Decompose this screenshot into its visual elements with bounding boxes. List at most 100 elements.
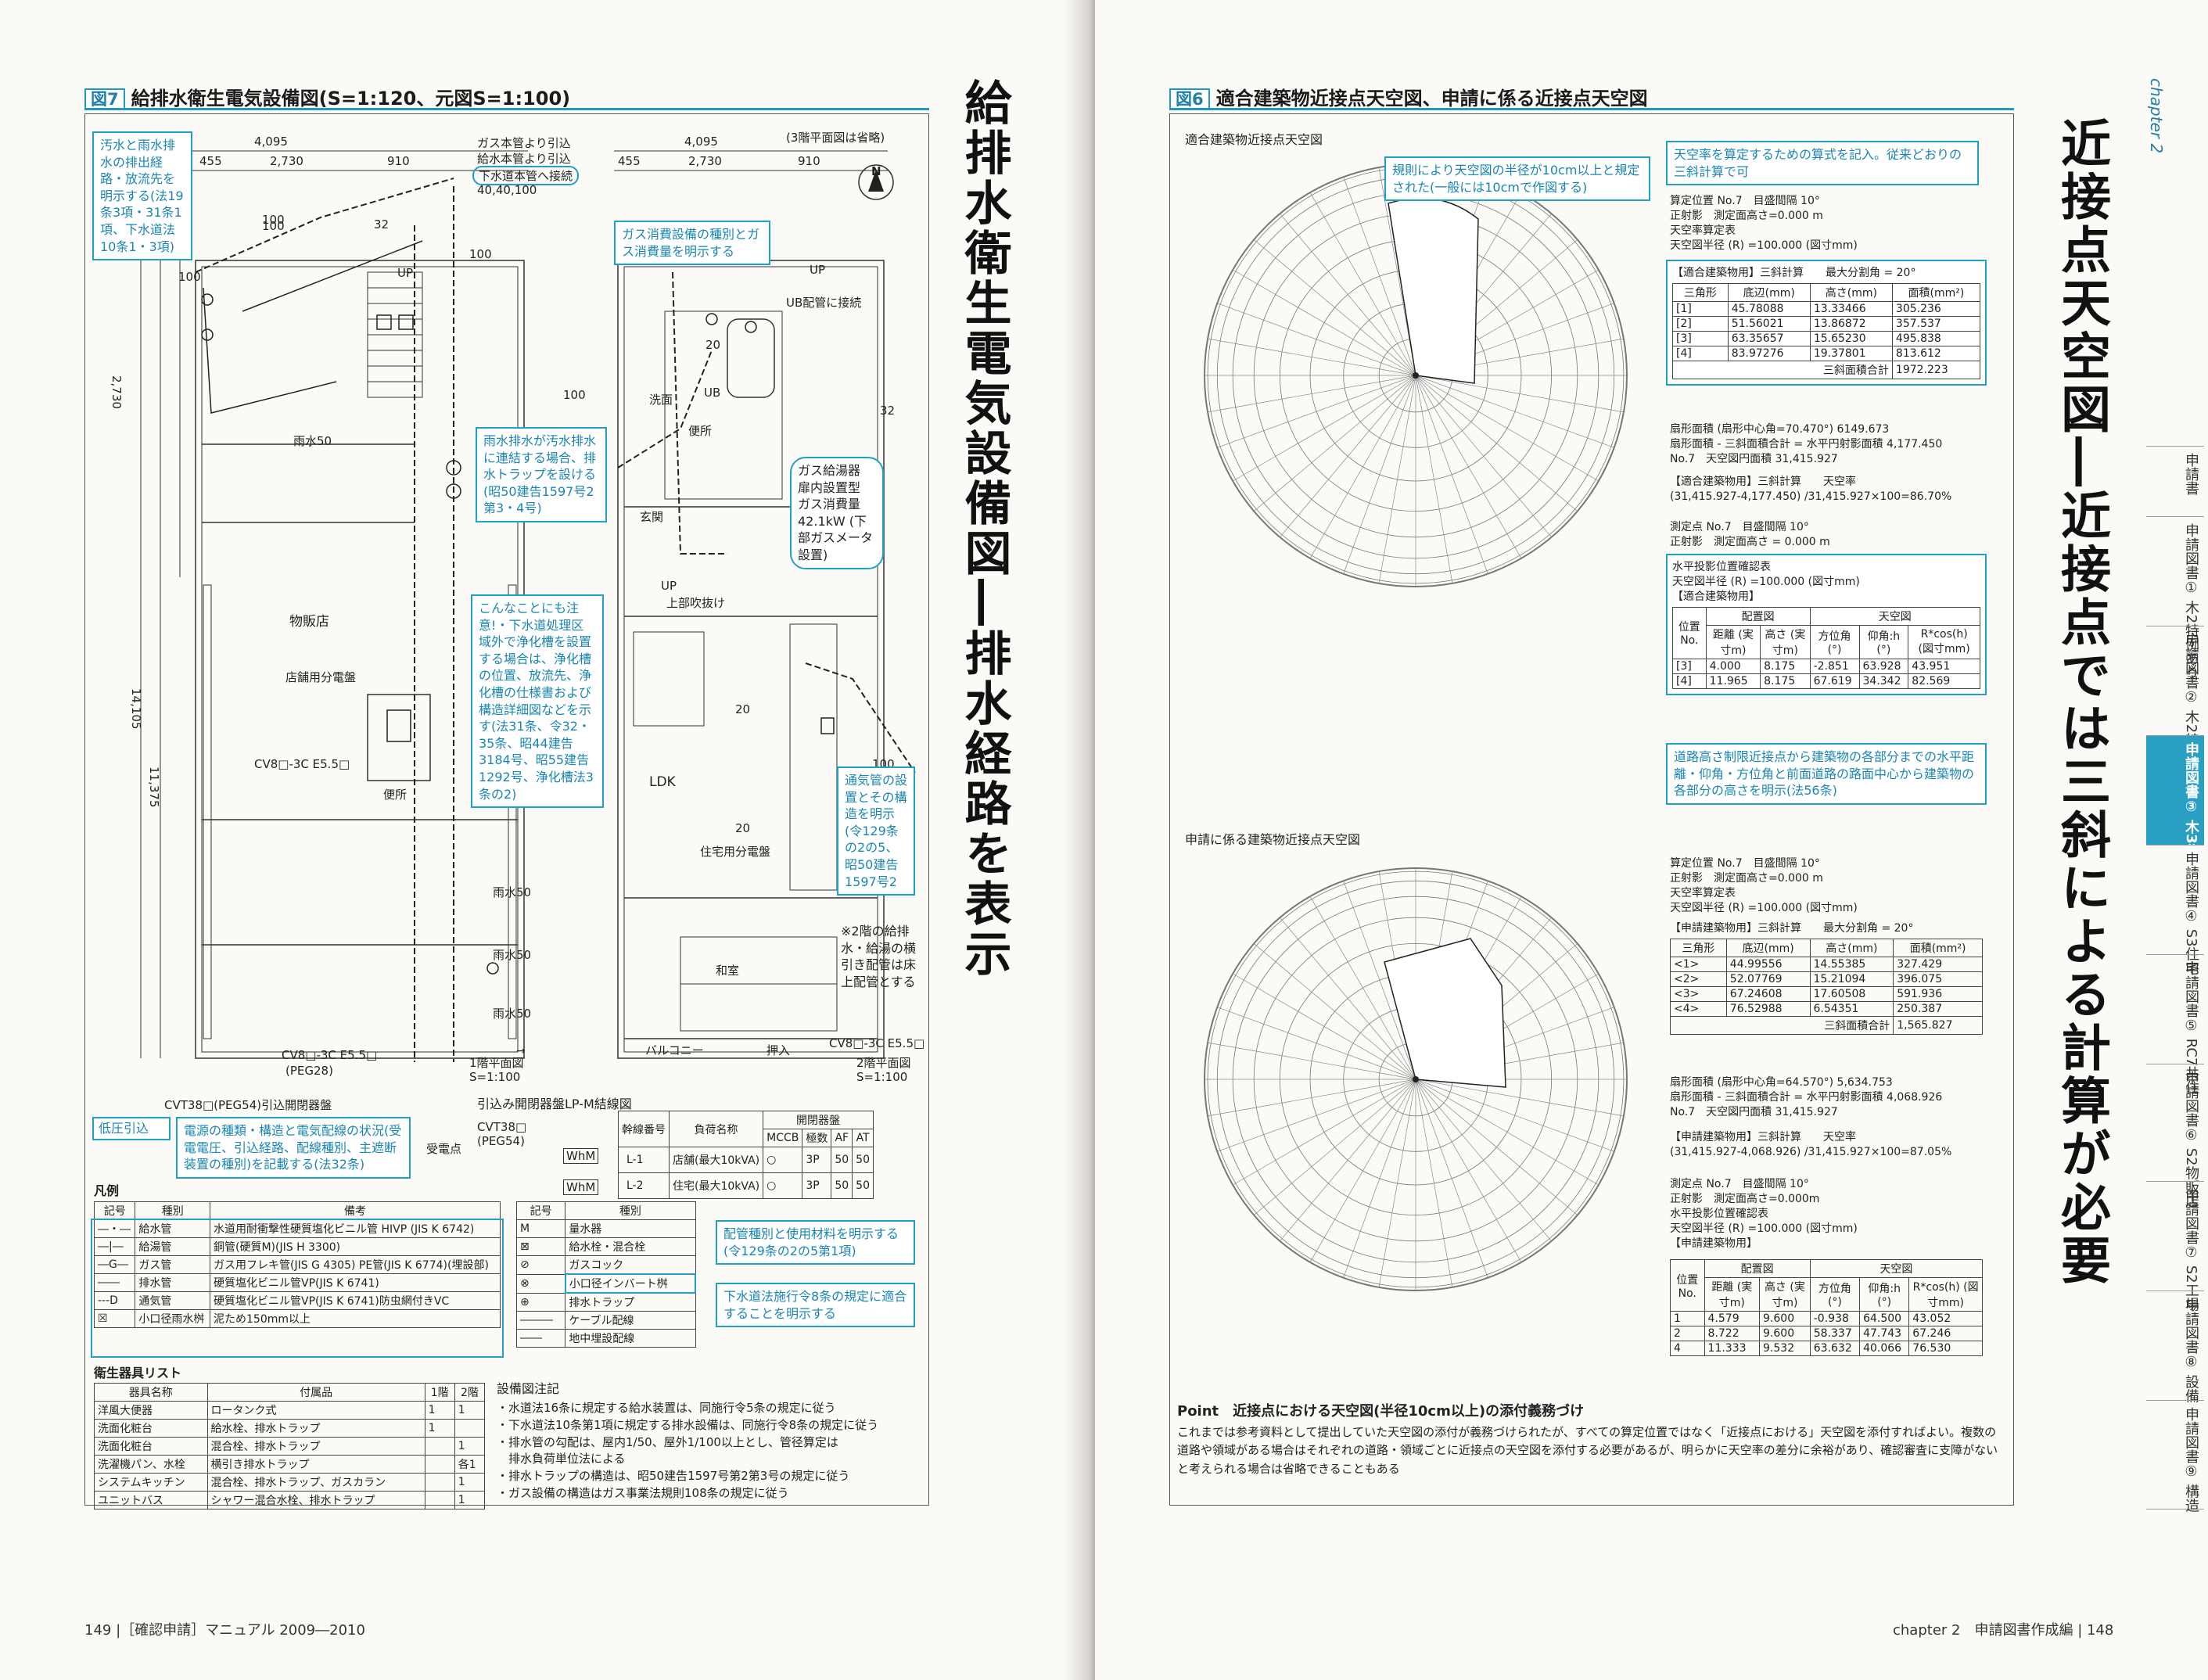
rain50-c: 雨水50 [493, 948, 532, 962]
cvt38-b: CVT38□ [477, 1120, 527, 1134]
sky-spoke [1233, 269, 1416, 376]
calc1-h: 高さ(mm) [1809, 282, 1893, 302]
lpm-h-load: 負荷名称 [668, 1111, 764, 1147]
calc1-pos-cell: 8.175 [1760, 673, 1811, 689]
calc1-pos-cell: [3] [1672, 658, 1707, 674]
sidetab-doc7[interactable]: 申請図書⑦ S2工場 [2146, 1181, 2204, 1312]
dim-14105: 14,105 [129, 688, 143, 730]
table-row: ―|―給湯管銅管(硬質M)(JIS H 3300) [93, 1237, 501, 1256]
legend-cell: 銅管(硬質M)(JIS H 3300) [210, 1237, 501, 1256]
sidetab-label: 申請書 [2183, 453, 2199, 495]
benjo-b-label: 便所 [688, 424, 713, 438]
calc2-cell: <4> [1670, 1000, 1727, 1017]
calc1-cell: 13.33466 [1809, 300, 1893, 317]
calc2-pos-cell: 43.052 [1908, 1311, 1983, 1326]
sidetab-doc9[interactable]: 申請図書⑨ 構造 [2146, 1400, 2204, 1513]
calc1-cell: [4] [1672, 345, 1729, 361]
table-row: ☒小口径雨水桝泥ため150mm以上 [93, 1309, 501, 1328]
dim-455-a: 455 [199, 154, 222, 168]
legend-cell: 小口径インバート桝 [564, 1273, 697, 1294]
right-page [1095, 0, 2208, 1680]
fixtures-cell: ユニットバス [94, 1491, 208, 1509]
legend-cell: ⊗ [515, 1273, 566, 1294]
calc1-cell: [1] [1672, 300, 1729, 317]
sky-spoke [1415, 1079, 1599, 1186]
cvt38-main: CVT38□(PEG54)引込開閉器盤 [164, 1098, 332, 1112]
fixtures-cell: システムキッチン [94, 1473, 208, 1492]
table-row: ⊗小口径インバート桝 [515, 1273, 697, 1294]
senmen-label: 洗面 [649, 393, 673, 407]
calc1-cell: 13.86872 [1809, 315, 1893, 332]
callout-gas-heater: ガス給湯器 扉内設置型 ガス消費量 42.1kW (下部ガスメータ設置) [790, 457, 884, 569]
calc1-box-title: 【適合建築物用】三斜計算 最大分割角 = 20° [1672, 267, 1916, 279]
sidetab-doc8[interactable]: 申請図書⑧ 設備 [2146, 1291, 2204, 1403]
fixtures-cell: 1 [454, 1401, 486, 1420]
calc2-pos-cell: 2 [1670, 1326, 1705, 1341]
note-line: 排水負荷単位法による [497, 1452, 626, 1466]
calc1-pos-cell: -2.851 [1809, 658, 1860, 674]
calc2-cell: <2> [1670, 971, 1727, 987]
calc2-cell: 250.387 [1893, 1000, 1983, 1017]
dim-2730-a: 2,730 [270, 154, 303, 168]
calc1-line: 正射影 測定面高さ=0.000 m [1670, 209, 1823, 222]
sidetab-doc3[interactable]: 申請図書③ 木3住宅 [2146, 735, 2204, 872]
calc1-cell: 813.612 [1891, 345, 1981, 361]
sky-spoke [1208, 1079, 1416, 1117]
legend-cell: ⊘ [515, 1255, 566, 1275]
calc1-line: 【適合建築物用】三斜計算 天空率 [1670, 476, 1856, 488]
calc1-line: No.7 天空図円面積 31,415.927 [1670, 452, 1838, 465]
calc1-pos-group: 配置図 [1705, 606, 1811, 626]
legend-highlight [91, 1219, 504, 1358]
sidetab-doc4[interactable]: 申請図書④ S3住宅 [2146, 845, 2204, 975]
sidetab-doc1[interactable]: 申請図書① 木2特例あり [2146, 516, 2204, 680]
calc2-pos-cell: 76.530 [1908, 1341, 1983, 1356]
fixtures-cell: 給水栓、排水トラップ [206, 1419, 425, 1438]
sky-spoke [1309, 192, 1416, 376]
fixtures-cell: シャワー混合水栓、排水トラップ [206, 1491, 425, 1509]
sidetab-doc6[interactable]: 申請図書⑥ S2物販店 [2146, 1064, 2204, 1208]
sky-spoke [1253, 239, 1416, 376]
sky-spoke [1415, 1079, 1488, 1278]
calc2-pos-h: 方位角 (°) [1809, 1277, 1861, 1312]
dim-2730-b: 2,730 [688, 154, 722, 168]
legend-cell: ---D [93, 1291, 136, 1310]
calc2-line: 算定位置 No.7 目盛間隔 10° [1670, 857, 1820, 870]
cv8-a: CV8□-3C E5.5□ [254, 757, 350, 771]
calc2-cell: 6.54351 [1809, 1000, 1894, 1017]
sidetab-application[interactable]: 申請書 [2146, 446, 2204, 516]
calc2-pos-cell: 9.600 [1759, 1311, 1811, 1326]
sky-spoke [1415, 1079, 1578, 1215]
lpm-cell: 50 [831, 1172, 853, 1199]
fixtures-h-1f: 1階 [424, 1383, 455, 1402]
calc1-pos-box: 水平投影位置確認表 天空図半径 (R) =100.000 (図寸mm) 【適合建… [1666, 554, 1987, 695]
legend-table: 記号 種別 備考 ―・―給水管水道用耐衝撃性硬質塩化ビニル管 HIVP (JIS… [93, 1201, 501, 1328]
sidetab-doc2[interactable]: 申請図書② 木2特例なし [2146, 626, 2204, 789]
calc1-line: (31,415.927-4,177.450) /31,415.927×100=8… [1670, 490, 1952, 503]
svg-text:→: → [516, 1045, 526, 1057]
sidetab-doc5[interactable]: 申請図書⑤ RC7共住 [2146, 954, 2204, 1094]
calc2-pos-cell: 11.333 [1704, 1341, 1761, 1356]
calc1-pos-h: 高さ (実寸m) [1760, 624, 1811, 659]
sky-spoke [1378, 1079, 1416, 1287]
legend-rh-type: 種別 [565, 1201, 696, 1220]
sewer-label: 下水道本管へ接続 [472, 166, 580, 185]
fixtures-cell [424, 1473, 455, 1492]
calc1-cell: 51.56021 [1727, 315, 1811, 332]
ub-note: UB配管に接続 [786, 296, 862, 310]
legend-cell: ⊠ [515, 1237, 566, 1256]
dim-2730-v: 2,730 [110, 375, 124, 409]
sky-spoke [1253, 375, 1416, 512]
legend-cell: 水道用耐衝撃性硬質塩化ビニル管 HIVP (JIS K 6742) [210, 1219, 501, 1238]
calc1-header: 算定位置 No.7 目盛間隔 10° 正射影 測定面高さ=0.000 m 天空率… [1670, 194, 2014, 253]
table-row: ――排水管硬質塩化ビニル管VP(JIS K 6741) [93, 1273, 501, 1292]
floor-plan-drawing: → [140, 150, 916, 1062]
n100-e: 100 [563, 388, 586, 402]
calc2-cell: 76.52988 [1725, 1000, 1811, 1017]
lpm-h-poles: 極数 [802, 1129, 832, 1147]
calc1-pos-table: 位置 No. 配置図 天空図 距離 (実寸m) 高さ (実寸m) 方位角 (°)… [1672, 606, 1981, 689]
calc2-cell: 52.07769 [1725, 971, 1811, 987]
table-row: ――地中埋設配線 [515, 1329, 696, 1348]
sidetab-label: 申請図書⑨ 構造 [2183, 1407, 2199, 1513]
floor1-title: 1階平面図 [469, 1056, 524, 1070]
